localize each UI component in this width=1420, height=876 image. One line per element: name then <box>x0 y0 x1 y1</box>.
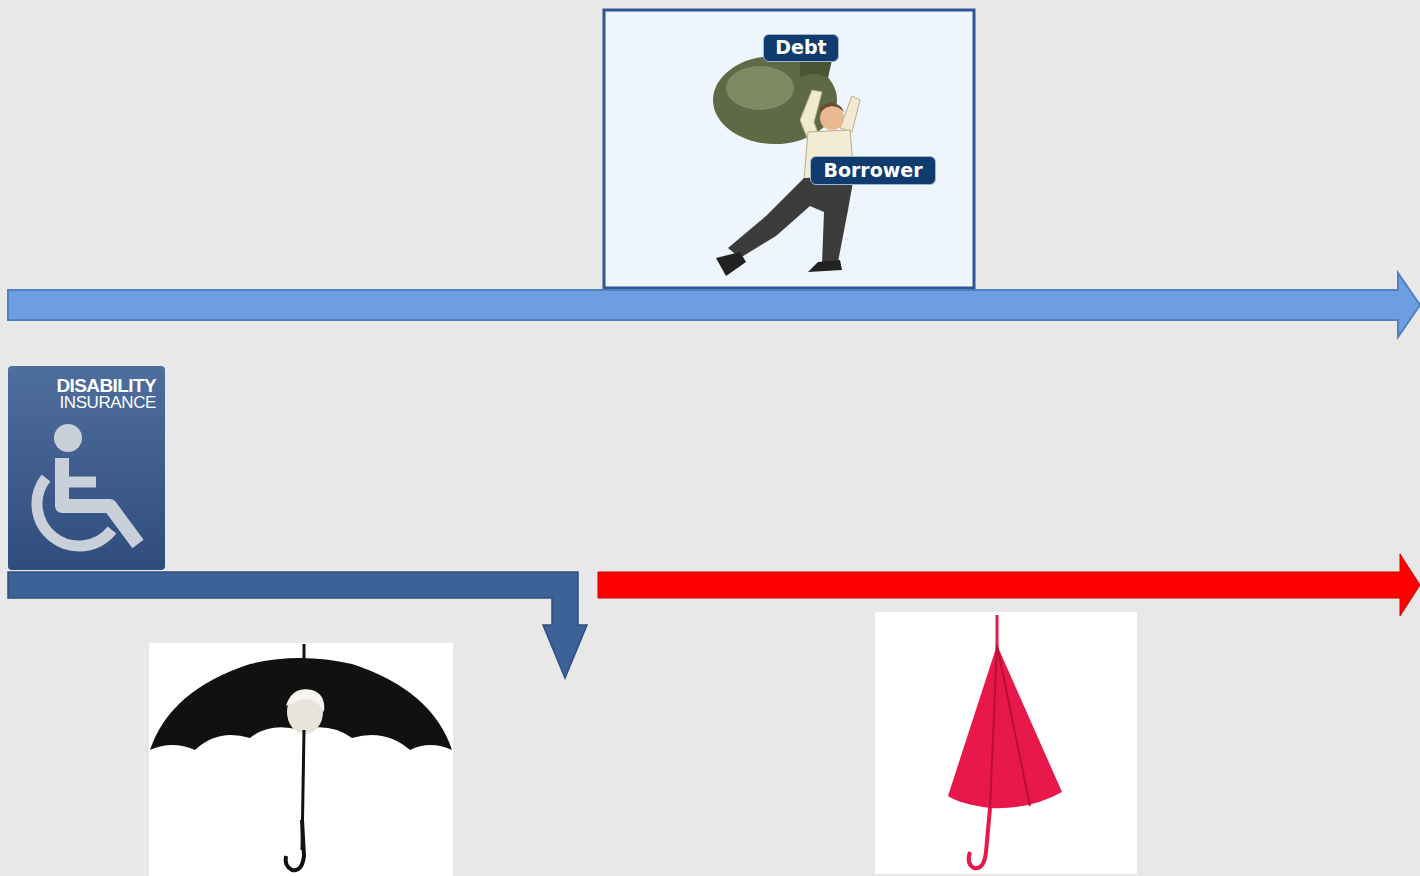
umbrella-handle <box>969 808 990 868</box>
label-pill: Borrower <box>810 156 936 185</box>
wheelchair-symbol <box>37 424 138 546</box>
umbrella-fold <box>990 645 1030 808</box>
umbrella-canopy <box>150 658 452 750</box>
umbrella-handle <box>286 820 304 870</box>
timeline-arrow <box>8 273 1420 337</box>
node-label: Borrower <box>811 159 935 181</box>
hair <box>820 103 844 112</box>
wheelchair-wheel <box>37 478 112 546</box>
closed-umbrella <box>948 615 1062 868</box>
bag-highlight <box>726 66 794 110</box>
open-umbrella <box>150 644 452 870</box>
wheelchair-arm <box>62 477 96 488</box>
photo-background <box>875 612 1137 874</box>
wheelchair-head <box>54 424 82 452</box>
head <box>820 106 844 130</box>
node-sublabel: INSURANCE <box>59 393 156 413</box>
shoe <box>716 252 746 276</box>
illustration-frame <box>604 10 974 288</box>
label-pill: Debt <box>763 34 839 62</box>
trousers <box>728 176 854 264</box>
photo-background <box>149 643 453 876</box>
wheelchair-body <box>62 458 138 544</box>
uncovered-arrow <box>598 554 1420 616</box>
umbrella-tip <box>303 644 306 660</box>
node-label: Debt <box>764 36 838 58</box>
umbrella-print <box>286 689 324 712</box>
umbrella-tip <box>996 615 999 650</box>
umbrella-canopy <box>948 645 1062 808</box>
shoe <box>808 260 842 272</box>
insurance-tile: DISABILITYINSURANCE <box>8 366 165 570</box>
